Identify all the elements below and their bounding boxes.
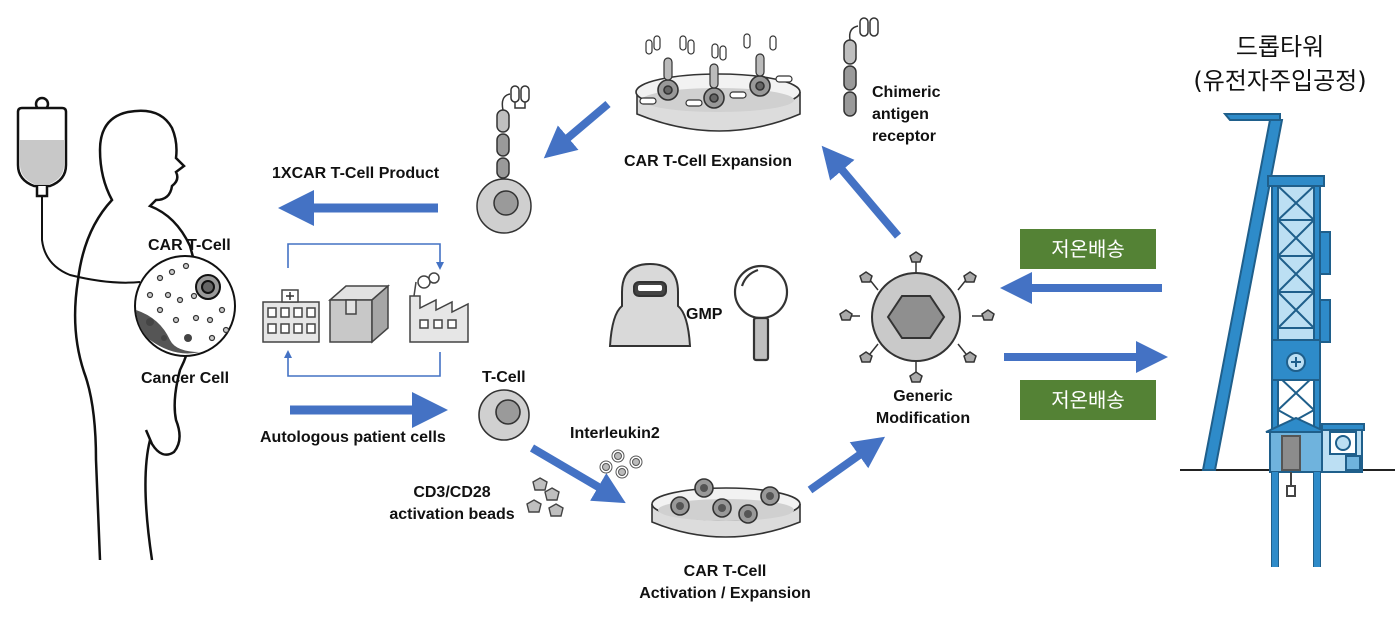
generic-mod-line-2: Modification xyxy=(875,410,971,427)
activation-line-2: Activation / Expansion xyxy=(639,585,811,602)
drop-tower-title: 드롭타워 (유전자주입공정) xyxy=(1180,30,1380,98)
shipping-badge-bottom: 저온배송 xyxy=(1020,380,1156,420)
factory-icon xyxy=(409,272,469,343)
chimeric-line-3: receptor xyxy=(872,128,937,145)
cancer-cell-label: Cancer Cell xyxy=(141,370,230,387)
arrow-tcell-to-activation xyxy=(529,444,626,504)
drop-tower-icon xyxy=(1180,113,1395,567)
box-icon xyxy=(328,284,390,344)
logistics-loop xyxy=(284,243,444,377)
car-t-inset xyxy=(134,255,236,357)
activation-label: CAR T-Cell Activation / Expansion xyxy=(620,561,830,605)
hospital-icon xyxy=(262,289,320,343)
tower-title-line-1: 드롭타워 xyxy=(1235,33,1325,61)
shipping-badge-top: 저온배송 xyxy=(1020,229,1156,269)
gmp-label: GMP xyxy=(686,306,723,323)
patient-figure xyxy=(16,96,236,561)
tower-title-line-2: (유전자주입공정) xyxy=(1193,67,1367,95)
beads-line-1: CD3/CD28 xyxy=(413,484,491,501)
human-body-outline xyxy=(73,109,198,561)
interleukin-icon xyxy=(599,449,643,479)
activation-line-1: CAR T-Cell xyxy=(683,563,767,580)
chimeric-receptor-icon xyxy=(843,17,879,117)
beads-line-2: activation beads xyxy=(389,506,515,523)
generic-mod-line-1: Generic xyxy=(893,388,953,405)
chimeric-line-1: Chimeric xyxy=(872,84,941,101)
expansion-dish xyxy=(635,33,801,132)
magnifier-icon xyxy=(733,264,789,362)
activation-dish xyxy=(651,478,801,538)
expansion-label: CAR T-Cell Expansion xyxy=(624,153,793,170)
arrow-expansion-to-product xyxy=(543,100,611,159)
generic-modification-label: Generic Modification xyxy=(858,386,988,430)
chimeric-label: Chimeric antigen receptor xyxy=(872,82,940,148)
car-t-cell-product xyxy=(476,85,532,234)
car-t-cell-label: CAR T-Cell xyxy=(148,237,231,254)
interleukin-label: Interleukin2 xyxy=(570,425,660,442)
arrow-activation-to-modification xyxy=(807,436,886,494)
arrow-modification-to-expansion xyxy=(821,145,902,239)
activation-beads-icon xyxy=(526,477,564,517)
beads-label: CD3/CD28 activation beads xyxy=(378,482,526,526)
gmp-worker-icon xyxy=(608,262,692,347)
virus-icon xyxy=(839,251,995,383)
product-label: 1XCAR T-Cell Product xyxy=(272,165,440,182)
chimeric-line-2: antigen xyxy=(872,106,929,123)
t-cell-label: T-Cell xyxy=(482,369,526,386)
iv-bag-icon xyxy=(16,96,141,284)
t-cell-icon xyxy=(478,389,530,441)
autologous-label: Autologous patient cells xyxy=(260,429,446,446)
